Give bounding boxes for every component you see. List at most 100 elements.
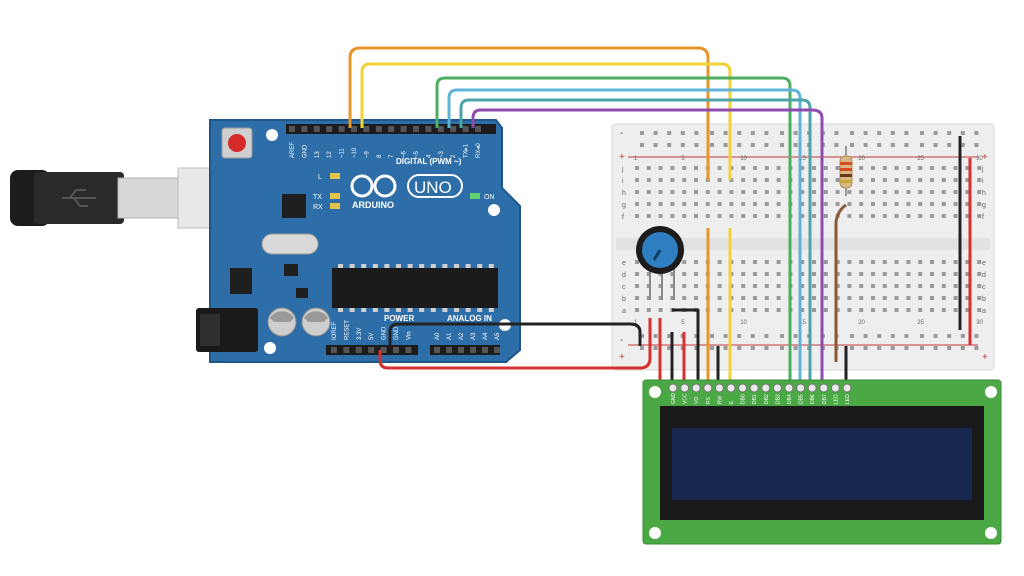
breadboard-hole[interactable] [930, 166, 934, 170]
breadboard-hole[interactable] [847, 202, 852, 206]
breadboard-hole[interactable] [764, 308, 769, 312]
breadboard-hole[interactable] [965, 260, 970, 264]
breadboard-hole[interactable] [753, 190, 757, 194]
breadboard-hole[interactable] [776, 260, 781, 264]
breadboard-hole[interactable] [871, 272, 875, 276]
breadboard-hole[interactable] [941, 272, 946, 276]
rail-hole[interactable] [667, 334, 672, 338]
breadboard-hole[interactable] [906, 178, 911, 182]
rail-hole[interactable] [890, 334, 895, 338]
breadboard-hole[interactable] [682, 214, 687, 218]
breadboard-hole[interactable] [953, 284, 958, 288]
reset-button[interactable] [221, 127, 253, 159]
breadboard-hole[interactable] [882, 260, 887, 264]
header-pin-hole[interactable] [458, 347, 464, 353]
breadboard-hole[interactable] [753, 308, 757, 312]
breadboard-hole[interactable] [682, 272, 687, 276]
breadboard-hole[interactable] [918, 260, 923, 264]
rail-hole[interactable] [793, 143, 798, 147]
header-pin-hole[interactable] [437, 126, 444, 132]
breadboard-hole[interactable] [953, 308, 958, 312]
breadboard-hole[interactable] [800, 260, 805, 264]
breadboard-hole[interactable] [764, 214, 769, 218]
breadboard-hole[interactable] [800, 214, 805, 218]
breadboard-hole[interactable] [635, 190, 639, 194]
breadboard-hole[interactable] [930, 260, 934, 264]
lcd-pin[interactable] [726, 383, 736, 393]
lcd-pin[interactable] [703, 383, 713, 393]
breadboard-hole[interactable] [682, 202, 687, 206]
breadboard-hole[interactable] [871, 284, 875, 288]
breadboard-hole[interactable] [847, 296, 852, 300]
breadboard-hole[interactable] [753, 166, 757, 170]
breadboard-hole[interactable] [764, 260, 769, 264]
rail-hole[interactable] [764, 143, 769, 147]
rail-hole[interactable] [933, 131, 938, 135]
breadboard-hole[interactable] [635, 284, 639, 288]
breadboard-hole[interactable] [977, 202, 982, 206]
header-pin-hole[interactable] [338, 126, 345, 132]
breadboard-hole[interactable] [658, 214, 663, 218]
breadboard-hole[interactable] [894, 202, 899, 206]
rail-hole[interactable] [863, 334, 868, 338]
breadboard-hole[interactable] [776, 214, 781, 218]
rail-hole[interactable] [780, 131, 784, 135]
breadboard-hole[interactable] [800, 284, 805, 288]
breadboard-hole[interactable] [965, 178, 970, 182]
breadboard-hole[interactable] [800, 178, 805, 182]
rail-hole[interactable] [710, 143, 714, 147]
breadboard-hole[interactable] [741, 202, 746, 206]
breadboard-hole[interactable] [965, 272, 970, 276]
rail-hole[interactable] [694, 346, 699, 350]
rail-hole[interactable] [863, 131, 868, 135]
breadboard-hole[interactable] [812, 260, 816, 264]
rail-hole[interactable] [640, 334, 644, 338]
breadboard-hole[interactable] [965, 214, 970, 218]
breadboard-hole[interactable] [953, 190, 958, 194]
breadboard-hole[interactable] [776, 308, 781, 312]
rail-hole[interactable] [974, 334, 979, 338]
breadboard-hole[interactable] [823, 166, 828, 170]
breadboard-hole[interactable] [871, 308, 875, 312]
header-pin-hole[interactable] [482, 347, 488, 353]
breadboard-hole[interactable] [764, 202, 769, 206]
breadboard-hole[interactable] [741, 178, 746, 182]
rail-hole[interactable] [850, 131, 854, 135]
rail-hole[interactable] [850, 143, 854, 147]
breadboard-hole[interactable] [941, 308, 946, 312]
wire-teal[interactable] [459, 98, 812, 386]
header-pin-hole[interactable] [425, 126, 432, 132]
rail-hole[interactable] [974, 346, 979, 350]
rail-hole[interactable] [877, 131, 882, 135]
breadboard-hole[interactable] [729, 202, 734, 206]
breadboard-hole[interactable] [753, 284, 757, 288]
rail-hole[interactable] [780, 143, 784, 147]
rail-hole[interactable] [850, 346, 854, 350]
wire-blue[interactable] [447, 88, 802, 386]
breadboard-hole[interactable] [906, 296, 911, 300]
header-pin-hole[interactable] [494, 347, 500, 353]
breadboard-hole[interactable] [930, 202, 934, 206]
breadboard-hole[interactable] [894, 166, 899, 170]
breadboard-hole[interactable] [965, 308, 970, 312]
breadboard-hole[interactable] [776, 190, 781, 194]
breadboard-hole[interactable] [670, 272, 675, 276]
breadboard-hole[interactable] [646, 214, 651, 218]
rail-hole[interactable] [960, 334, 965, 338]
breadboard-hole[interactable] [953, 178, 958, 182]
rail-hole[interactable] [947, 143, 952, 147]
breadboard-hole[interactable] [930, 272, 934, 276]
lcd-pin[interactable] [714, 383, 724, 393]
breadboard-hole[interactable] [670, 190, 675, 194]
breadboard-hole[interactable] [635, 272, 639, 276]
breadboard-hole[interactable] [871, 178, 875, 182]
rail-hole[interactable] [863, 346, 868, 350]
breadboard-hole[interactable] [694, 260, 698, 264]
breadboard-hole[interactable] [717, 202, 722, 206]
breadboard-hole[interactable] [894, 260, 899, 264]
lcd-pin[interactable] [796, 383, 806, 393]
breadboard-hole[interactable] [941, 214, 946, 218]
breadboard-hole[interactable] [694, 166, 698, 170]
breadboard-hole[interactable] [741, 296, 746, 300]
breadboard-hole[interactable] [977, 260, 982, 264]
